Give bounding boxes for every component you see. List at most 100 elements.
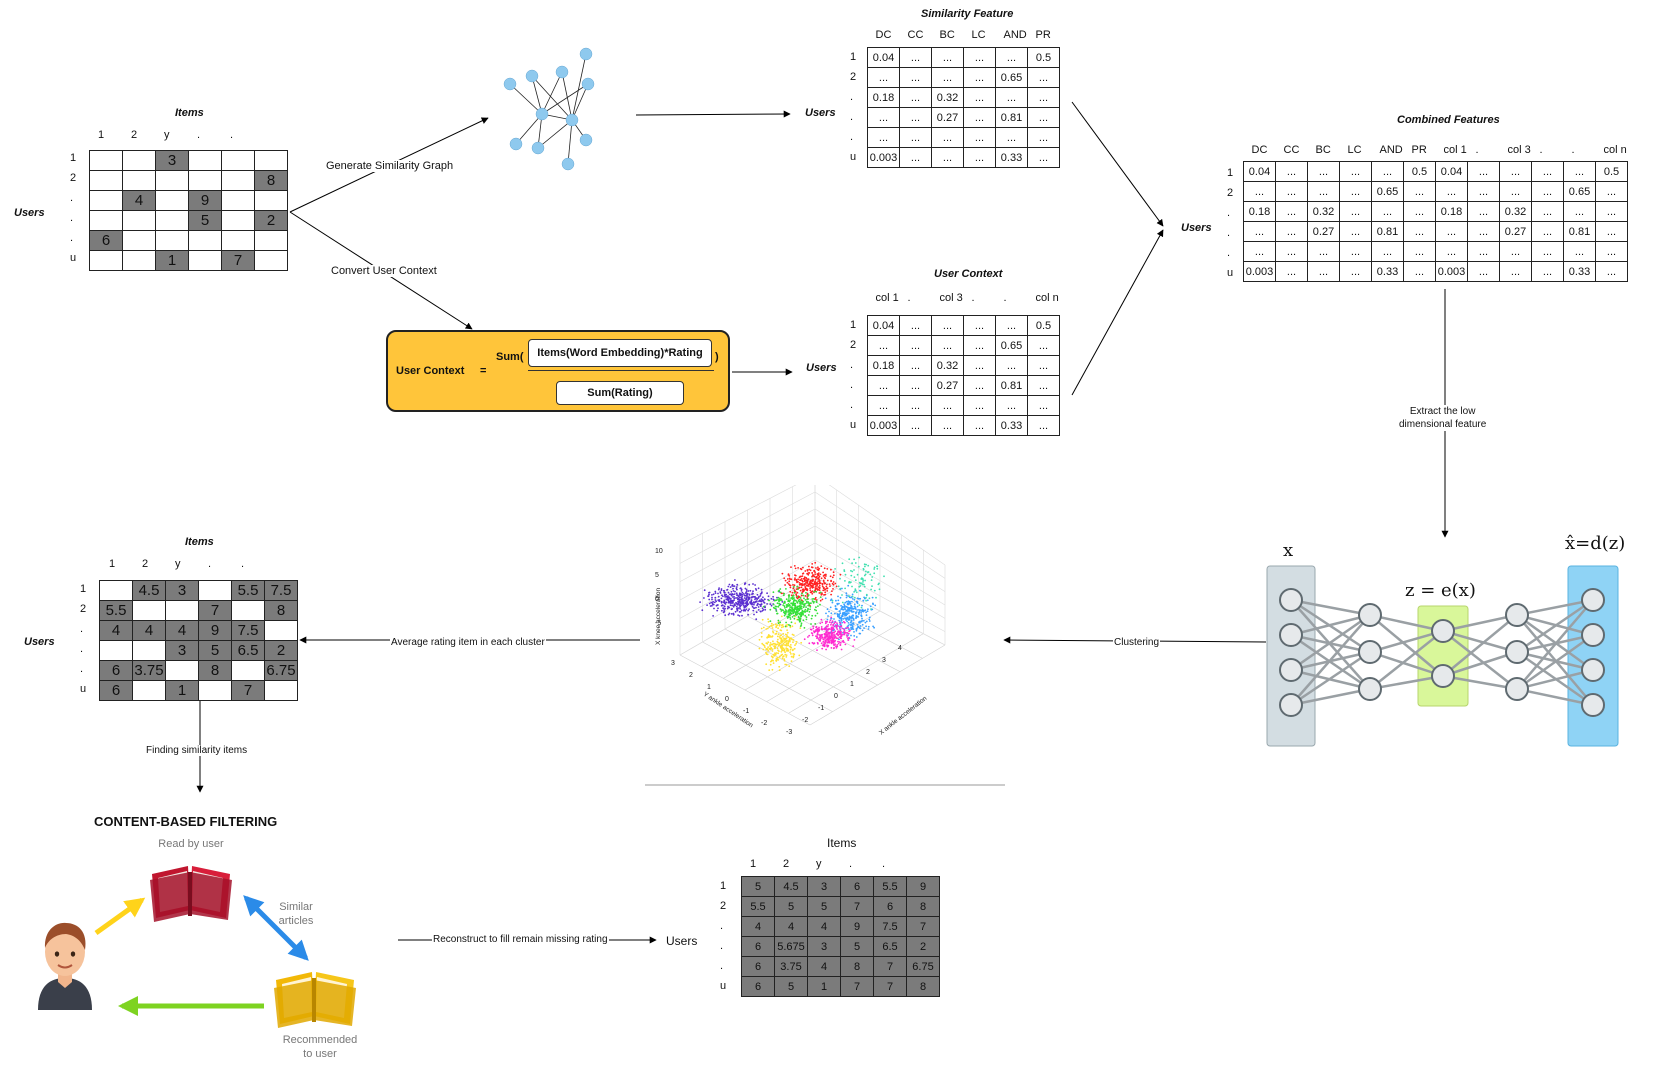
scatter-point — [833, 622, 836, 625]
neuron — [1505, 640, 1529, 664]
scatter-point — [873, 572, 876, 575]
scatter-point — [746, 593, 748, 596]
scatter-point — [825, 575, 827, 577]
scatter-point — [793, 614, 795, 617]
table-cell: 4 — [122, 190, 156, 211]
table-cell — [155, 210, 189, 231]
scatter-point — [787, 636, 790, 639]
table-cell: 5.5 — [231, 580, 265, 601]
scatter-point — [747, 590, 750, 592]
scatter-point — [739, 599, 741, 601]
scatter-point — [725, 601, 728, 604]
table-cell — [155, 190, 189, 211]
network-connection — [1516, 687, 1594, 707]
scatter-point — [786, 581, 789, 584]
table-cell: ... — [1339, 201, 1372, 222]
red-book-icon — [150, 866, 232, 922]
column-label: . — [1475, 144, 1479, 156]
table-row: 0.18...0.32.........0.18...0.32......... — [1243, 201, 1628, 222]
column-label: AND — [1379, 144, 1403, 156]
table-cell — [221, 190, 255, 211]
graph-node — [509, 137, 523, 151]
scatter-point — [811, 632, 814, 635]
scatter-point — [739, 611, 742, 613]
table-cell — [254, 230, 288, 251]
scatter-point — [752, 595, 755, 598]
scatter-point — [818, 630, 820, 632]
similarity-feature-users-label: Users — [805, 107, 836, 119]
scatter-point — [865, 570, 867, 573]
scatter-point — [859, 585, 862, 587]
scatter-point — [743, 594, 746, 597]
scatter-point — [793, 565, 796, 567]
scatter-point — [858, 627, 861, 629]
scatter-point — [819, 582, 822, 585]
scatter-point — [824, 597, 827, 600]
table-cell: ... — [1563, 241, 1596, 262]
scatter-point — [858, 610, 861, 613]
scatter-point — [729, 604, 732, 607]
column-label: . — [849, 858, 853, 870]
scatter-point — [770, 597, 773, 600]
column-label: col 3 — [1507, 144, 1531, 156]
table-cell — [155, 230, 189, 251]
scatter-point — [761, 618, 764, 621]
table-row: 0.18...0.32......... — [867, 355, 1060, 376]
table-cell — [89, 210, 123, 231]
table-cell: ... — [1595, 241, 1628, 262]
scatter-point — [783, 648, 786, 651]
table-cell: ... — [867, 335, 900, 356]
scatter-point — [839, 577, 841, 580]
scatter-point — [845, 592, 848, 595]
scatter-point — [851, 562, 853, 565]
scatter-point — [841, 615, 844, 618]
scatter-point — [760, 632, 763, 634]
scatter-point — [839, 587, 842, 590]
scatter-point — [817, 572, 820, 574]
neuron — [1581, 588, 1605, 612]
table-cell: 6 — [840, 876, 874, 897]
neuron — [1505, 603, 1529, 627]
table-cell: 3 — [165, 640, 199, 661]
scatter-point — [769, 608, 772, 611]
scatter-point — [822, 579, 825, 582]
scatter-point — [853, 591, 855, 593]
scatter-point — [785, 604, 788, 606]
scatter-point — [853, 569, 855, 571]
scatter-point — [851, 598, 854, 600]
scatter-point — [800, 641, 803, 644]
scatter-point — [866, 610, 869, 613]
scatter-point — [803, 578, 806, 581]
scatter-point — [853, 631, 855, 633]
scatter-point — [777, 627, 779, 630]
scatter-point — [775, 643, 778, 646]
table-cell: 4 — [774, 916, 808, 937]
scatter-point — [846, 611, 849, 613]
table-cell — [122, 230, 156, 251]
scatter-point — [833, 634, 836, 637]
scatter-point — [857, 613, 860, 615]
scatter-point — [839, 610, 841, 612]
table-cell: ... — [1243, 241, 1276, 262]
scatter-point — [861, 583, 864, 586]
neuron — [1431, 619, 1455, 643]
scatter-point — [821, 647, 824, 650]
scatter-point — [867, 564, 870, 567]
cbf-recommended-line: Recommended — [282, 1034, 358, 1046]
scatter-point — [784, 609, 787, 611]
column-label: . — [230, 129, 234, 141]
scatter-point — [731, 604, 733, 607]
scatter-point — [739, 592, 742, 595]
scatter-point — [830, 568, 832, 571]
row-label: u — [80, 683, 87, 695]
scatter-point — [728, 597, 731, 599]
scatter-point — [876, 565, 878, 567]
scatter-point — [783, 600, 786, 603]
scatter-point — [808, 572, 810, 574]
scatter-point — [818, 589, 821, 592]
scatter-point — [814, 623, 817, 625]
scatter-point — [850, 606, 852, 608]
table-cell — [231, 660, 265, 681]
scatter-point — [804, 586, 807, 588]
network-connection — [1290, 650, 1371, 707]
